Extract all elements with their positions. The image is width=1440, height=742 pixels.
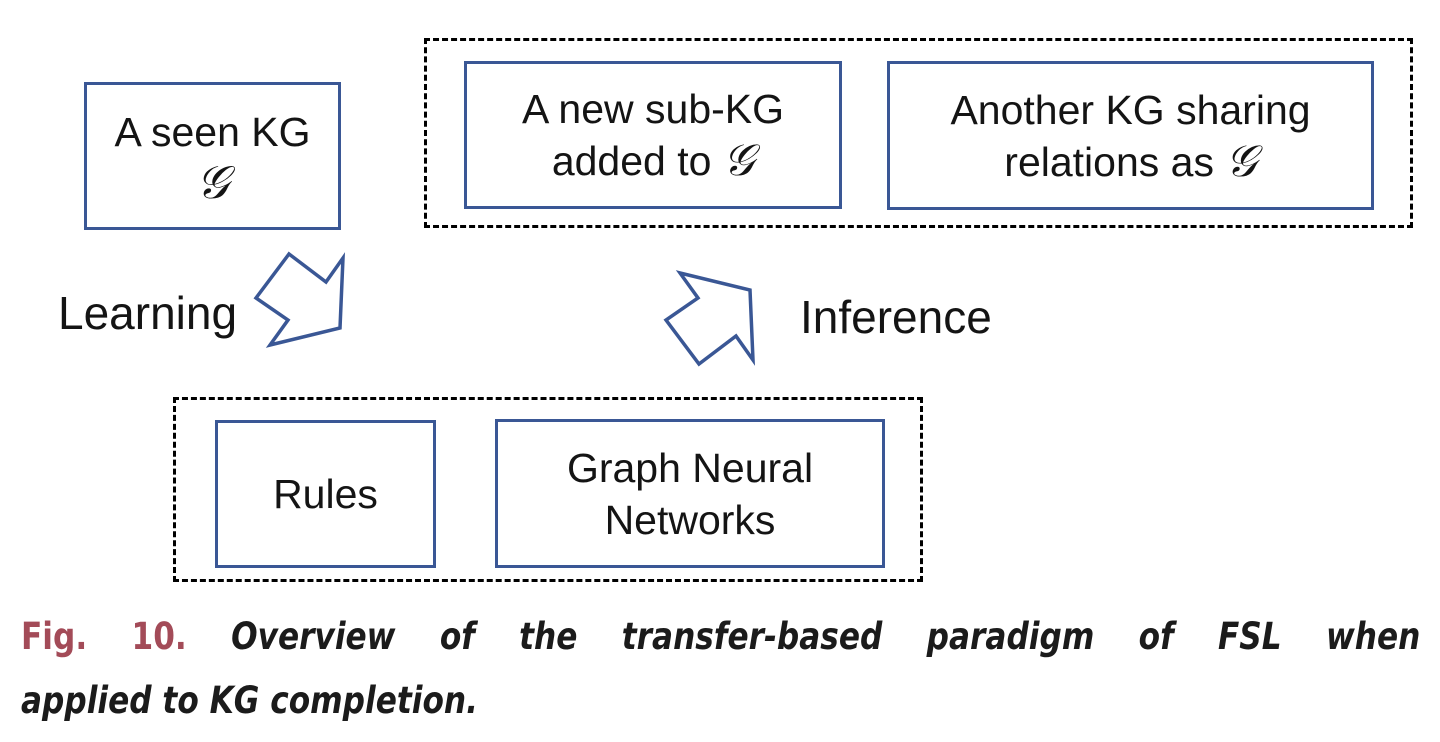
another-kg-label-prefix: relations as	[1004, 138, 1226, 185]
another-kg-box: Another KG sharing relations as 𝒢	[887, 61, 1374, 210]
gnn-label-line2: Networks	[604, 496, 776, 543]
figure-caption: Fig. 10. Overview of the transfer-based …	[21, 605, 1421, 733]
learning-arrow-icon	[253, 251, 346, 348]
kg-symbol: 𝒢	[1225, 135, 1257, 187]
rules-box: Rules	[215, 420, 436, 568]
methods-dashed-group: Rules Graph Neural Networks	[173, 397, 923, 582]
gnn-box: Graph Neural Networks	[495, 419, 885, 568]
seen-kg-box: A seen KG 𝒢	[84, 82, 341, 230]
caption-text-line2: applied to KG completion.	[21, 679, 478, 722]
new-subkg-label-prefix: added to	[551, 138, 723, 184]
another-kg-label-line1: Another KG sharing	[950, 86, 1311, 133]
seen-kg-label: A seen KG	[114, 109, 311, 155]
novel-kg-dashed-group: A new sub-KG added to 𝒢 Another KG shari…	[424, 38, 1413, 228]
kg-symbol: 𝒢	[196, 155, 229, 209]
caption-text-line1: Overview of the transfer-based paradigm …	[231, 615, 1421, 658]
learning-label: Learning	[58, 287, 238, 339]
new-subkg-box: A new sub-KG added to 𝒢	[464, 61, 842, 209]
figure-number: Fig. 10.	[21, 615, 187, 658]
caption-line1: Fig. 10. Overview of the transfer-based …	[21, 605, 1420, 669]
rules-label: Rules	[273, 471, 378, 517]
kg-symbol: 𝒢	[722, 135, 755, 186]
new-subkg-label-line2: added to 𝒢	[552, 135, 754, 187]
new-subkg-label-line1: A new sub-KG	[521, 86, 785, 132]
inference-arrow-icon	[663, 270, 756, 367]
gnn-label-line1: Graph Neural	[566, 444, 814, 491]
another-kg-label-line2: relations as 𝒢	[1004, 136, 1256, 188]
inference-label: Inference	[800, 291, 992, 343]
